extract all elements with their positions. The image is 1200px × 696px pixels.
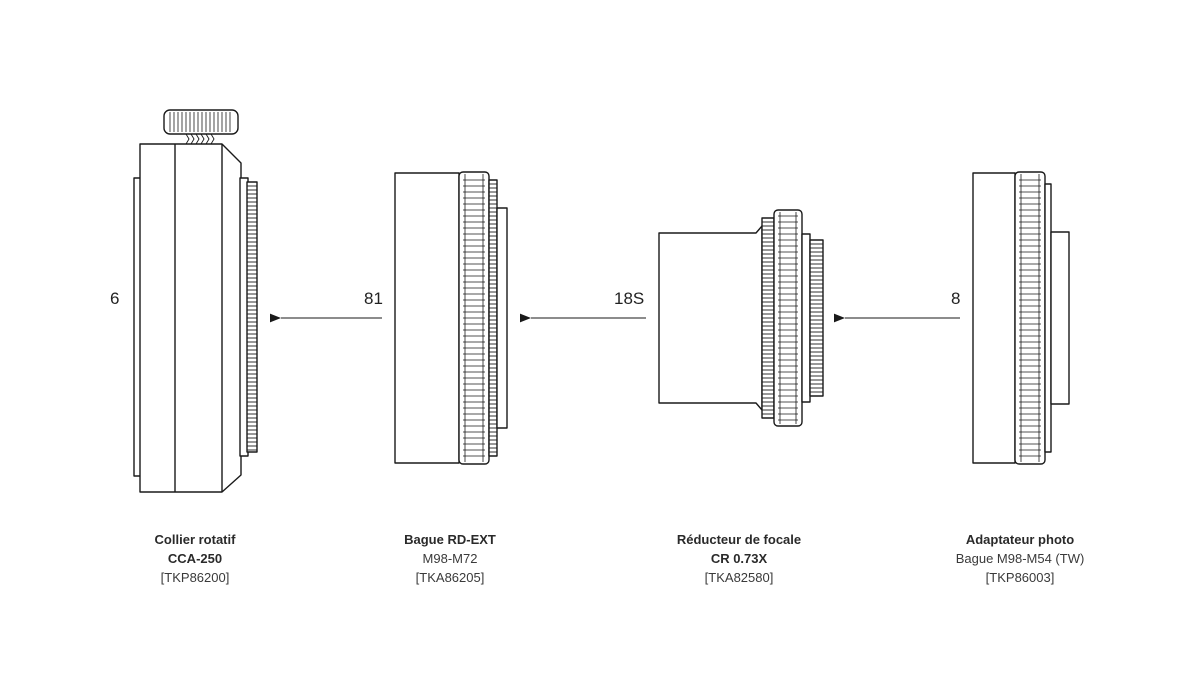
collar-body: [139, 143, 242, 493]
stem-thread: [195, 133, 200, 145]
stem-thread: [205, 133, 210, 145]
stem-thread: [185, 133, 190, 145]
focal-reducer-body: [658, 225, 763, 411]
rotating-collar-drawing: [133, 109, 258, 493]
caption-rotating-collar-model: CCA-250: [167, 551, 223, 566]
caption-extension-ring-ref: [TKA86205]: [415, 570, 485, 585]
spacing-label-4: 8: [951, 289, 961, 308]
caption-focal-reducer-name: Réducteur de focale: [676, 532, 802, 547]
caption-photo-adapter-ref: [TKP86003]: [985, 570, 1055, 585]
caption-photo-adapter-name: Adaptateur photo: [965, 532, 1075, 547]
collar-lock-knob: [163, 109, 239, 135]
caption-photo-adapter-model: Bague M98-M54 (TW): [955, 551, 1085, 566]
caption-photo-adapter: Adaptateur photo Bague M98-M54 (TW) [TKP…: [910, 530, 1130, 587]
caption-rotating-collar: Collier rotatif CCA-250 [TKP86200]: [85, 530, 305, 587]
spacing-label-2: 81: [364, 289, 383, 308]
caption-extension-ring-name: Bague RD-EXT: [404, 532, 496, 547]
stem-thread: [190, 133, 195, 145]
photo-adapter-drawing: [972, 171, 1070, 465]
caption-rotating-collar-ref: [TKP86200]: [160, 570, 230, 585]
caption-extension-ring: Bague RD-EXT M98-M72 [TKA86205]: [340, 530, 560, 587]
spacing-label-1: 6: [110, 289, 120, 308]
caption-extension-ring-model: M98-M72: [422, 551, 478, 566]
caption-focal-reducer: Réducteur de focale CR 0.73X [TKA82580]: [629, 530, 849, 587]
stem-thread: [210, 133, 215, 145]
extension-ring-drawing: [394, 171, 508, 465]
caption-focal-reducer-ref: [TKA82580]: [704, 570, 774, 585]
caption-rotating-collar-name: Collier rotatif: [154, 532, 236, 547]
caption-focal-reducer-model: CR 0.73X: [710, 551, 768, 566]
focal-reducer-drawing: [658, 209, 824, 427]
spacing-label-3: 18S: [614, 289, 645, 308]
stem-thread: [200, 133, 205, 145]
